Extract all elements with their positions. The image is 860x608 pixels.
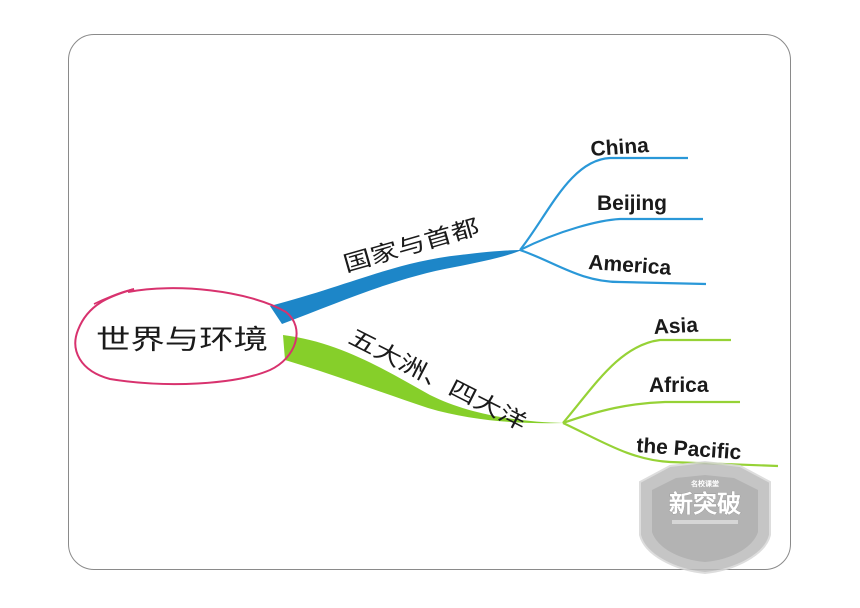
leaf-line-china (519, 156, 688, 251)
watermark-small-text: 名校课堂 (691, 479, 719, 488)
branch-connector-continents (283, 335, 565, 424)
leaf-label-america: America (588, 251, 673, 280)
watermark-badge: 名校课堂 新突破 (639, 460, 771, 575)
root-node: 世界与环境 (74, 287, 298, 386)
leaf-line-asia (562, 338, 731, 424)
leaf-lines-countries (519, 156, 707, 286)
root-outline-tail (93, 288, 135, 305)
watermark-main-text: 新突破 (669, 490, 741, 518)
watermark-shield-inner (652, 475, 758, 562)
branch-connector-countries (270, 250, 522, 324)
root-outline (74, 287, 298, 386)
watermark-bar (672, 520, 738, 524)
leaf-lines-continents (562, 338, 779, 468)
leaf-line-africa (562, 400, 740, 425)
leaf-line-beijing (519, 217, 703, 251)
leaf-label-africa: Africa (649, 374, 709, 397)
leaf-line-pacific (562, 422, 779, 468)
leaf-line-america (519, 248, 707, 286)
root-label: 世界与环境 (96, 325, 268, 356)
leaf-label-asia: Asia (653, 314, 699, 339)
leaf-label-beijing: Beijing (597, 192, 667, 215)
leaf-label-china: China (590, 134, 650, 161)
